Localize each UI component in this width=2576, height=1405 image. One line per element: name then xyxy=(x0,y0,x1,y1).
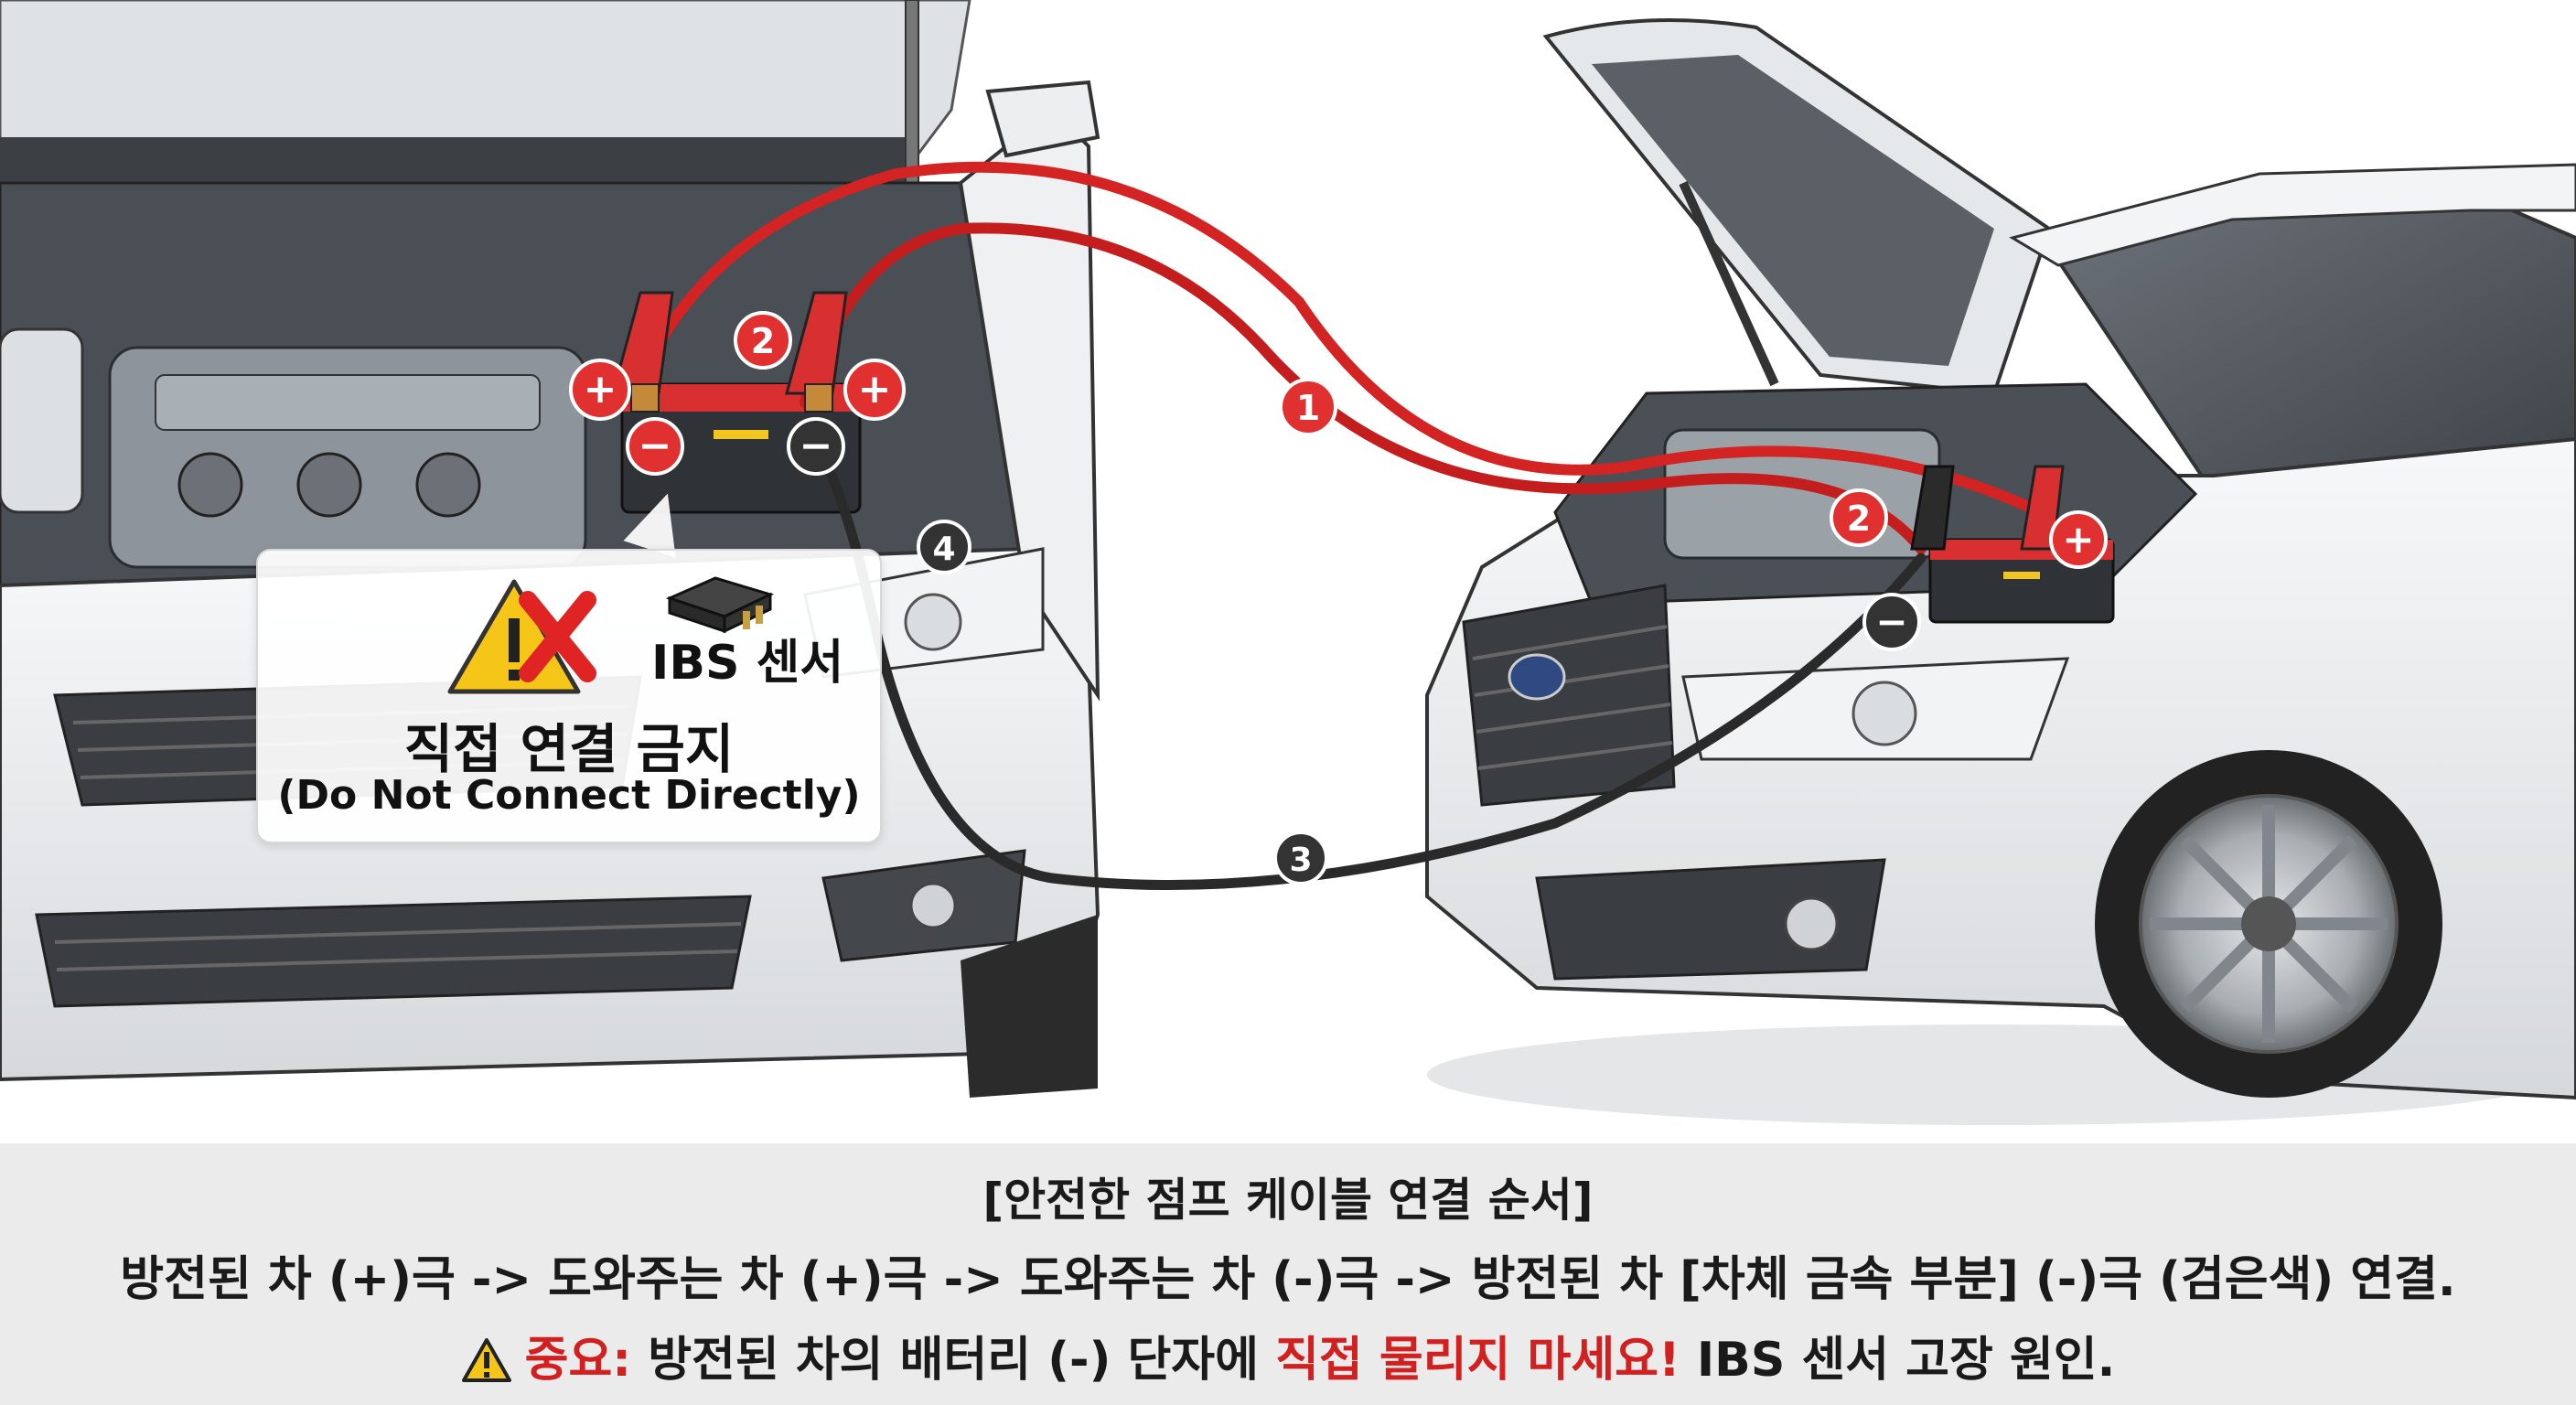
no-direct-connect-en: (Do Not Connect Directly) xyxy=(277,772,861,819)
left-clamp-positive xyxy=(611,291,674,413)
step-3-badge: 3 xyxy=(1273,831,1328,885)
illustration: + − + − + − 1 2 xyxy=(0,0,2576,1125)
left-minus-marker-a: − xyxy=(626,417,684,476)
step-2-badge-right: 2 xyxy=(1830,488,1888,547)
no-direct-connect-ko: 직접 연결 금지 xyxy=(403,718,735,780)
right-clamp-negative xyxy=(1910,465,1955,551)
right-car-emblem xyxy=(1508,653,1566,701)
svg-text:+: + xyxy=(858,366,892,413)
left-car-tire xyxy=(961,915,1098,1098)
svg-text:+: + xyxy=(2062,517,2094,562)
caption-warning-prefix: 중요: xyxy=(524,1333,632,1388)
red-cable-1 xyxy=(626,161,2045,518)
caption-warning-emphasis: 직접 물리지 마세요! xyxy=(1275,1333,1680,1388)
svg-text:−: − xyxy=(1875,599,1907,644)
caption-warning: 중요: 방전된 차의 배터리 (-) 단자에 직접 물리지 마세요! IBS 센… xyxy=(0,1321,2576,1389)
ibs-sensor-icon xyxy=(665,576,775,634)
instruction-caption: [안전한 점프 케이블 연결 순서] 방전된 차 (+)극 -> 도와주는 차 … xyxy=(0,1143,2576,1405)
svg-text:−: − xyxy=(639,423,672,469)
step-2-badge-left: 2 xyxy=(734,311,792,370)
svg-text:4: 4 xyxy=(932,531,955,568)
left-plus-marker-a: + xyxy=(569,359,631,421)
ibs-warning-callout: IBS 센서 직접 연결 금지 (Do Not Connect Directly… xyxy=(256,549,882,843)
right-car xyxy=(1425,18,2576,1100)
svg-text:2: 2 xyxy=(1847,499,1871,539)
right-plus-marker: + xyxy=(2049,510,2108,569)
red-cable-2 xyxy=(800,222,1927,554)
warning-no-connect-icon xyxy=(447,579,596,694)
left-car-mirror xyxy=(985,80,1100,158)
ibs-sensor-label: IBS 센서 xyxy=(651,636,844,691)
right-car-grille xyxy=(1462,584,1676,807)
svg-text:2: 2 xyxy=(751,321,775,361)
left-clamp-helper xyxy=(785,291,848,413)
svg-text:1: 1 xyxy=(1296,388,1320,428)
caption-title: [안전한 점프 케이블 연결 순서] xyxy=(982,1174,1594,1227)
step-1-badge: 1 xyxy=(1279,378,1337,436)
left-minus-marker-b: − xyxy=(787,417,845,476)
svg-text:−: − xyxy=(800,423,833,469)
svg-text:3: 3 xyxy=(1289,842,1312,879)
caption-warning-middle: 방전된 차의 배터리 (-) 단자에 xyxy=(631,1333,1276,1388)
left-plus-marker-b: + xyxy=(843,359,906,421)
caption-warning-tail: IBS 센서 고장 원인. xyxy=(1680,1333,2116,1388)
right-minus-marker: − xyxy=(1862,593,1921,651)
caption-steps: 방전된 차 (+)극 -> 도와주는 차 (+)극 -> 도와주는 차 (-)극… xyxy=(120,1252,2456,1307)
warning-icon xyxy=(461,1338,511,1382)
svg-text:+: + xyxy=(584,366,617,413)
step-4-badge: 4 xyxy=(917,520,971,574)
